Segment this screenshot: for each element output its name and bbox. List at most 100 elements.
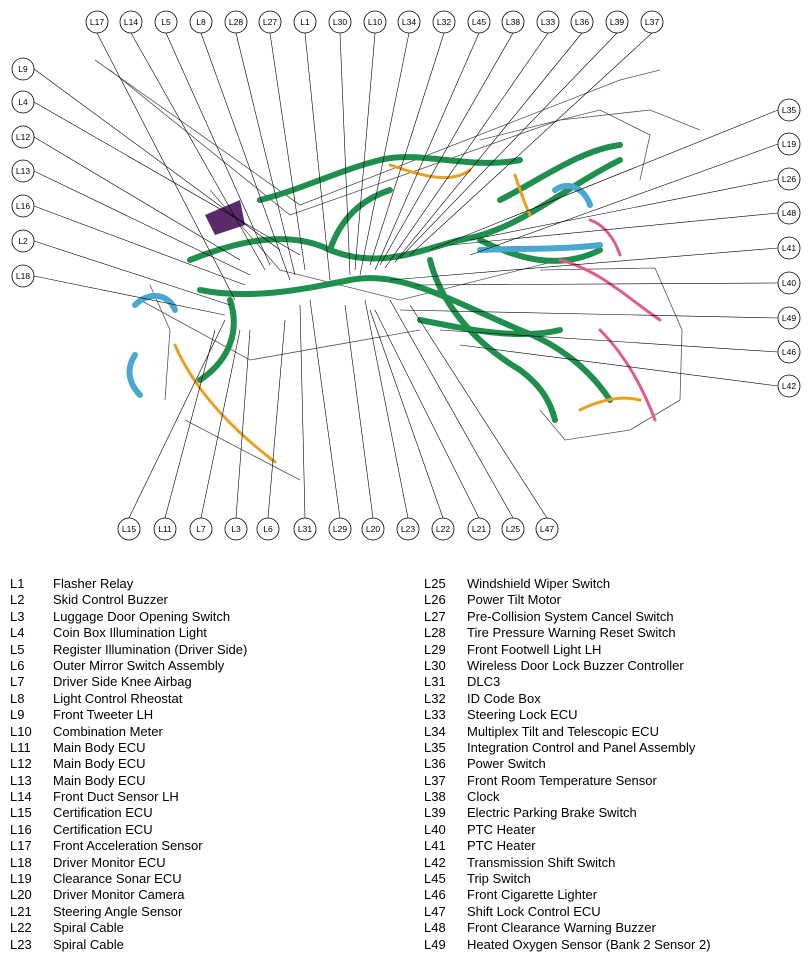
leader-line bbox=[394, 32, 583, 263]
legend-code: L15 bbox=[10, 805, 32, 821]
callout-label: L6 bbox=[263, 524, 273, 534]
leader-line bbox=[389, 247, 779, 281]
leader-line bbox=[439, 329, 779, 353]
callout-l36: L36 bbox=[570, 10, 594, 34]
callout-l13: L13 bbox=[11, 159, 35, 183]
callout-l40: L40 bbox=[777, 271, 801, 295]
leader-line bbox=[267, 319, 286, 519]
callout-l39: L39 bbox=[605, 10, 629, 34]
leader-line bbox=[164, 329, 216, 519]
legend-description: Front Cigarette Lighter bbox=[467, 887, 598, 903]
leader-line bbox=[409, 304, 548, 519]
dashboard-outline bbox=[94, 59, 701, 481]
callout-l4: L4 bbox=[11, 90, 35, 114]
legend-row: L42 Transmission Shift Switch bbox=[424, 855, 810, 871]
legend-code: L45 bbox=[424, 871, 446, 887]
callout-l42: L42 bbox=[777, 374, 801, 398]
legend-description: Electric Parking Brake Switch bbox=[467, 805, 637, 821]
callout-label: L48 bbox=[782, 208, 796, 218]
callout-l38: L38 bbox=[501, 10, 525, 34]
legend-description: Driver Monitor ECU bbox=[53, 854, 166, 870]
legend-description: Trip Switch bbox=[467, 871, 531, 887]
harness-orange bbox=[173, 163, 642, 464]
leader-line bbox=[369, 309, 444, 519]
legend-code: L10 bbox=[10, 723, 32, 739]
callout-label: L25 bbox=[506, 524, 520, 534]
callout-leader-lines bbox=[33, 32, 779, 519]
leader-line bbox=[384, 32, 549, 269]
leader-line bbox=[33, 240, 231, 306]
legend-code: L33 bbox=[424, 707, 446, 723]
legend-description: Spiral Cable bbox=[53, 920, 124, 936]
callout-l25: L25 bbox=[501, 517, 525, 541]
callout-label: L21 bbox=[472, 524, 486, 534]
leader-line bbox=[96, 32, 236, 301]
callout-label: L11 bbox=[158, 524, 172, 534]
callout-l27: L27 bbox=[258, 10, 282, 34]
legend-description: Driver Monitor Camera bbox=[53, 887, 185, 903]
callout-l2: L2 bbox=[11, 229, 35, 253]
legend-code: L41 bbox=[424, 838, 446, 854]
legend-code: L31 bbox=[424, 674, 446, 690]
legend-code: L42 bbox=[424, 854, 446, 870]
leader-line bbox=[33, 68, 281, 251]
callout-l5: L5 bbox=[154, 10, 178, 34]
callout-l20: L20 bbox=[361, 517, 385, 541]
legend-description: Shift Lock Control ECU bbox=[467, 903, 601, 919]
legend-code: L28 bbox=[424, 625, 446, 641]
legend-code: L37 bbox=[424, 772, 446, 788]
legend-code: L12 bbox=[10, 756, 32, 772]
legend-description: Clock bbox=[467, 789, 500, 805]
legend-code: L23 bbox=[10, 936, 32, 952]
leader-line bbox=[399, 32, 618, 259]
legend-description: Clearance Sonar ECU bbox=[53, 871, 182, 887]
callout-l22: L22 bbox=[431, 517, 455, 541]
callout-l41: L41 bbox=[777, 236, 801, 260]
legend-code: L36 bbox=[424, 756, 446, 772]
leader-line bbox=[200, 32, 291, 281]
leader-line bbox=[165, 32, 271, 266]
harness-purple bbox=[205, 200, 245, 235]
leader-line bbox=[339, 32, 351, 276]
harness-cyan bbox=[126, 183, 603, 398]
callout-l46: L46 bbox=[777, 340, 801, 364]
legend-description: Steering Angle Sensor bbox=[53, 903, 183, 919]
legend-description: PTC Heater bbox=[467, 821, 536, 837]
harness-green bbox=[187, 142, 623, 423]
callout-label: L23 bbox=[401, 524, 415, 534]
legend-code: L39 bbox=[424, 805, 446, 821]
callout-l14: L14 bbox=[119, 10, 143, 34]
callout-l12: L12 bbox=[11, 125, 35, 149]
legend-code: L32 bbox=[424, 690, 446, 706]
callout-label: L13 bbox=[16, 166, 30, 176]
callout-label: L15 bbox=[122, 524, 136, 534]
leader-line bbox=[429, 109, 779, 251]
callout-l7: L7 bbox=[189, 517, 213, 541]
legend-description: Transmission Shift Switch bbox=[467, 854, 616, 870]
callout-label: L35 bbox=[782, 105, 796, 115]
callout-label: L42 bbox=[782, 381, 796, 391]
